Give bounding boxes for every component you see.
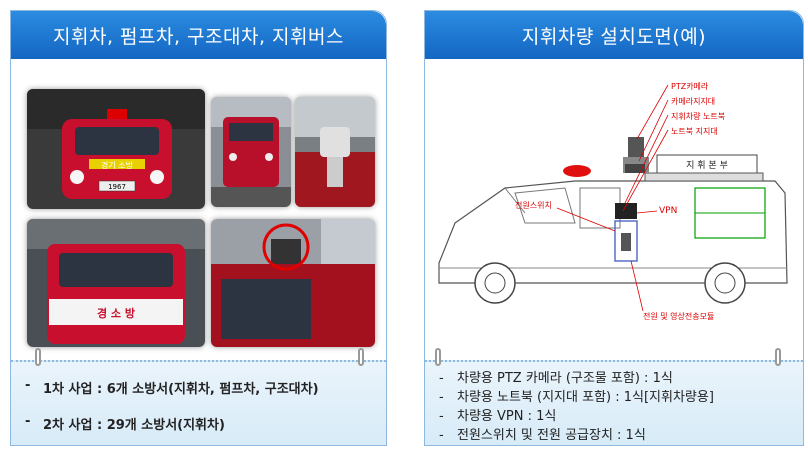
callout-vpn: VPN <box>659 206 677 216</box>
right-panel-title: 지휘차량 설치도면(예) <box>425 11 803 59</box>
photo-fire-truck-front: 경기 소방 1967 <box>27 89 205 209</box>
photo-truck-banner: 경 소 방 <box>27 219 205 347</box>
list-item: 전원스위치 및 전원 공급장치 : 1식 <box>439 427 803 445</box>
list-item: 차량용 노트북 (지지대 포함) : 1식[지휘차량용] <box>439 389 803 407</box>
binder-ring <box>775 348 781 366</box>
list-item: 2차 사업 : 29개 소방서(지휘차) <box>25 414 386 433</box>
callout-ptz-camera: PTZ카메라 <box>671 82 709 91</box>
roof-sign-text: 지 휘 본 부 <box>686 160 728 171</box>
banner-text: 경 소 방 <box>97 306 135 320</box>
right-caption: 차량용 PTZ 카메라 (구조물 포함) : 1식 차량용 노트북 (지지대 포… <box>425 348 803 445</box>
left-panel: 지휘차, 펌프차, 구조대차, 지휘버스 경기 소방 1967 <box>10 10 387 446</box>
callout-power-switch: 전원스위치 <box>515 200 552 210</box>
callout-camera-mount: 카메라지지대 <box>671 97 715 106</box>
photo-truck-front-2 <box>211 97 291 207</box>
list-item: 1차 사업 : 6개 소방서(지휘차, 펌프차, 구조대차) <box>25 378 386 397</box>
photo-grid: 경기 소방 1967 <box>11 59 386 362</box>
left-panel-title: 지휘차, 펌프차, 구조대차, 지휘버스 <box>11 11 386 59</box>
truck-sign-text: 경기 소방 <box>101 160 134 170</box>
right-panel: 지휘차량 설치도면(예) 지 휘 본 부 <box>424 10 804 446</box>
vehicle-installation-diagram: 지 휘 본 부 PTZ카메라 카메라지지대 지휘차량 노트북 노트 <box>425 63 803 363</box>
list-item: 차량용 PTZ 카메라 (구조물 포함) : 1식 <box>439 370 803 388</box>
binder-ring <box>358 348 364 366</box>
photo-camera-closeup <box>295 97 375 207</box>
license-plate-text: 1967 <box>108 183 126 191</box>
binder-ring <box>35 348 41 366</box>
list-item: 차량용 VPN : 1식 <box>439 408 803 426</box>
callout-laptop-mount: 노트북 지지대 <box>671 127 718 136</box>
callout-power-video-module: 전원 및 영상전송모듈 <box>643 311 714 321</box>
binder-ring <box>435 348 441 366</box>
left-caption: 1차 사업 : 6개 소방서(지휘차, 펌프차, 구조대차) 2차 사업 : 2… <box>11 348 386 445</box>
callout-laptop: 지휘차량 노트북 <box>671 111 725 121</box>
photo-roof-camera <box>211 219 375 347</box>
